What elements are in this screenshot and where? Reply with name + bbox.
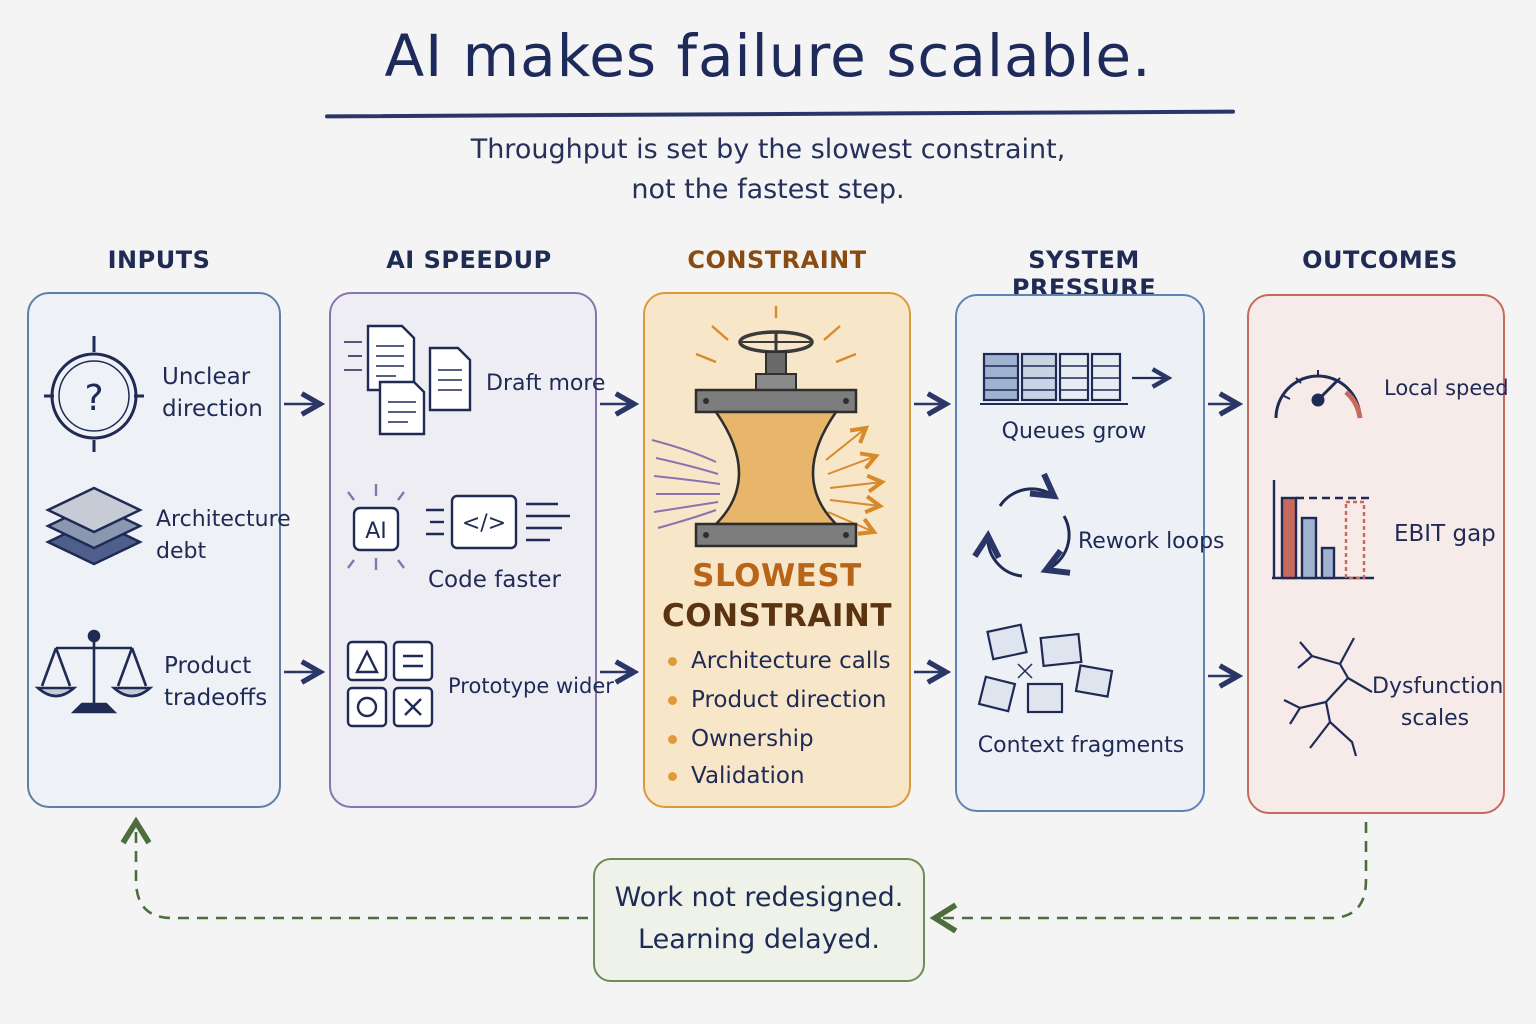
- label-ebit-gap: EBIT gap: [1394, 521, 1496, 547]
- subtitle-line-1: Throughput is set by the slowest constra…: [470, 134, 1066, 165]
- question-mark-glyph: ?: [84, 378, 103, 419]
- label-local-speed: Local speed: [1384, 376, 1509, 400]
- scattered-cards-icon: [977, 623, 1114, 714]
- inflow-lines: [651, 439, 721, 529]
- valve-bottleneck-icon: [651, 306, 882, 548]
- constraint-bullet: Product direction: [668, 687, 886, 713]
- constraint-bullet: Ownership: [668, 726, 814, 752]
- label-architecture-debt: Architecture debt: [156, 507, 291, 564]
- burst-lines: [695, 306, 857, 364]
- documents-icon: [344, 324, 472, 436]
- cycle-arrows-icon: [988, 489, 1071, 578]
- code-glyph: </>: [462, 511, 506, 536]
- label-dysfunction-scales: Dysfunction scales: [1372, 674, 1504, 731]
- feedback-line-1: Work not redesigned.: [614, 882, 904, 913]
- queue-icon: [980, 352, 1168, 405]
- header-outcomes: OUTCOMES: [1302, 246, 1458, 274]
- balance-scale-icon: [34, 629, 154, 714]
- label-context-fragments: Context fragments: [977, 733, 1185, 758]
- layers-icon: [45, 486, 143, 566]
- constraint-title-line-2: CONSTRAINT: [661, 598, 892, 634]
- outflow-lines: [825, 428, 882, 532]
- ai-badge: AI: [365, 519, 387, 544]
- label-unclear-direction: Unclear direction: [162, 364, 263, 422]
- constraint-bullet: Validation: [668, 763, 805, 789]
- subtitle-line-2: not the fastest step.: [631, 174, 905, 205]
- feedback-loop-arrows: [120, 816, 1368, 934]
- feedback-box: [593, 858, 925, 982]
- label-draft-more: Draft more: [486, 371, 606, 396]
- feedback-line-2: Learning delayed.: [638, 924, 880, 955]
- label-rework-loops: Rework loops: [1078, 529, 1225, 554]
- header-inputs: INPUTS: [107, 246, 211, 274]
- label-product-tradeoffs: Product tradeoffs: [164, 653, 268, 711]
- header-ai-speedup: AI SPEEDUP: [386, 246, 552, 274]
- constraint-title-line-1: SLOWEST: [692, 558, 862, 594]
- label-queues-grow: Queues grow: [1001, 419, 1147, 444]
- bar-chart-gap-icon: [1272, 480, 1374, 580]
- crack-icon: [1283, 637, 1373, 757]
- feedback-arrow-from-outcomes: [929, 822, 1368, 934]
- page-title: AI makes failure scalable.: [384, 22, 1152, 90]
- flow-arrows: [284, 404, 1238, 676]
- ai-code-icon: [347, 484, 570, 570]
- speedometer-icon: [1274, 370, 1363, 419]
- label-code-faster: Code faster: [428, 567, 561, 593]
- label-prototype-wider: Prototype wider: [448, 674, 614, 698]
- clock-question-icon: [44, 336, 144, 452]
- constraint-bullet: Architecture calls: [668, 648, 891, 674]
- feedback-arrow-to-inputs: [120, 816, 588, 920]
- shapes-grid-icon: [346, 640, 434, 728]
- header-constraint: CONSTRAINT: [687, 246, 867, 274]
